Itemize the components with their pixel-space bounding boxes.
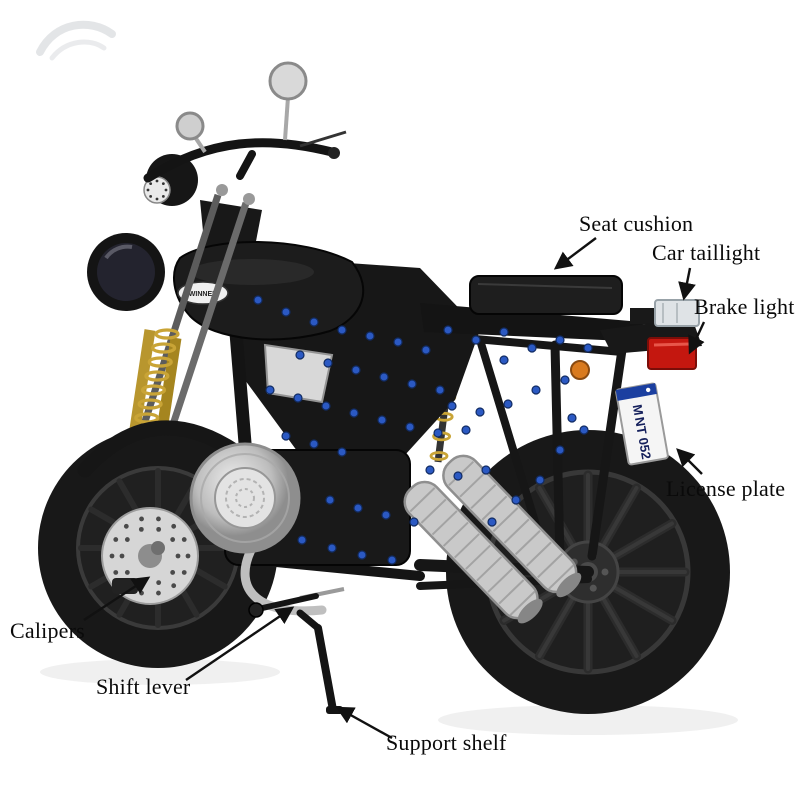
label-seat-cushion: Seat cushion bbox=[579, 211, 694, 236]
headlight bbox=[87, 233, 165, 311]
front-fender bbox=[77, 420, 244, 478]
label-calipers: Calipers bbox=[10, 618, 85, 643]
label-brake-light: Brake light bbox=[694, 294, 795, 319]
front-axle bbox=[151, 541, 165, 555]
label-shift-lever: Shift lever bbox=[96, 674, 191, 699]
svg-text:WINNER: WINNER bbox=[189, 291, 217, 298]
annotation-arrows bbox=[83, 237, 706, 740]
svg-text:M: M bbox=[630, 403, 647, 416]
license-plate: M NT 052 bbox=[615, 382, 669, 466]
seat-cushion bbox=[469, 275, 623, 315]
arrow-support-shelf bbox=[335, 706, 393, 740]
handlebar bbox=[143, 130, 347, 183]
shift-lever bbox=[248, 587, 345, 618]
fuel-tank: WINNER bbox=[173, 241, 365, 341]
arrow-shift-lever bbox=[185, 606, 295, 681]
watermark-logo bbox=[36, 20, 116, 61]
technic-pins bbox=[253, 295, 593, 565]
label-car-taillight: Car taillight bbox=[652, 240, 761, 265]
tail-section bbox=[570, 299, 702, 380]
turn-signal bbox=[570, 360, 590, 380]
right-mirror bbox=[268, 61, 308, 101]
arrow-seat-cushion bbox=[553, 237, 597, 270]
label-license-plate: License plate bbox=[666, 476, 786, 501]
arrow-license-plate bbox=[676, 448, 703, 475]
kickstand bbox=[296, 609, 343, 714]
arrow-car-taillight bbox=[678, 267, 696, 301]
exhaust-mufflers bbox=[403, 454, 582, 624]
brake-lever bbox=[299, 130, 347, 148]
svg-text:NT 052: NT 052 bbox=[632, 416, 654, 461]
side-bracket bbox=[263, 343, 334, 404]
engine bbox=[189, 442, 411, 616]
seat bbox=[420, 275, 664, 342]
left-mirror bbox=[175, 111, 205, 141]
ground-shadow bbox=[40, 659, 738, 735]
arrow-brake-light bbox=[688, 321, 706, 355]
label-support-shelf: Support shelf bbox=[386, 730, 507, 755]
brake-disc bbox=[101, 507, 199, 605]
mirrors bbox=[175, 61, 308, 154]
arrow-calipers bbox=[83, 576, 151, 622]
